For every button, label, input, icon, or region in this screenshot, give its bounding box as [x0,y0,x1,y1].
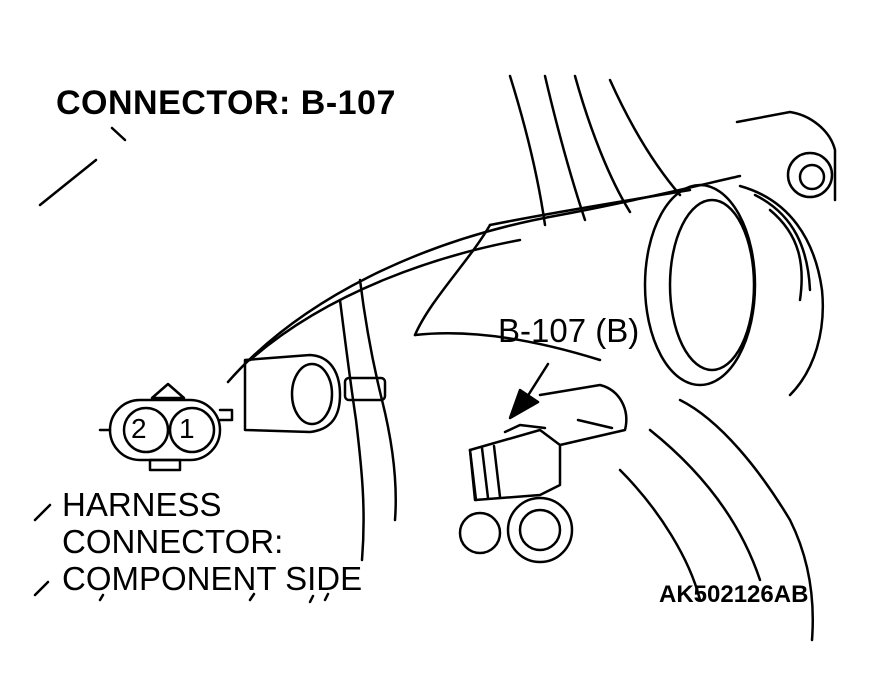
harness-tube-lower [338,298,365,562]
bolt-left [458,511,502,555]
pin-2-circle [122,406,170,454]
bracket-right [735,110,837,202]
pin-1-circle [168,406,216,454]
connector-title: CONNECTOR: B-107 [56,84,396,122]
upper-hose-mid [543,74,587,222]
intake-duct-left [413,223,492,337]
bellows [738,184,824,397]
bolt-boss-right-inner [798,163,826,191]
upper-hose-left [508,74,547,227]
harness-connector-body [243,353,342,434]
pin-2-label: 2 [131,413,147,444]
pin-1-label: 1 [179,413,195,444]
lower-structure-3 [618,468,702,602]
sensor-lock-tab [503,423,547,434]
harness-clip [343,376,387,402]
pointer-arrow-head [508,388,540,420]
mount-bracket [538,383,628,447]
figure-code: AK502126AB [659,581,809,608]
lower-structure-2 [648,428,762,582]
intake-duct-top [488,188,692,227]
mount-slot [576,418,614,430]
intake-duct-bottom [413,332,602,362]
harness-caption-line-1: HARNESS [62,486,222,523]
bellows-rib [753,193,812,292]
duct-end-ring-inner [668,198,756,372]
pipe-fitting [506,496,574,564]
upper-hose-far [608,78,682,197]
symbol-housing [108,398,222,462]
lower-structure [678,398,815,642]
sensor-connector-ribs [468,444,502,502]
upper-hose-right [573,74,632,214]
duct-end-ring [643,183,757,387]
tick-lines [33,126,330,604]
symbol-top-key [150,382,186,400]
fender-outline-lower [248,238,522,362]
pipe-fitting-inner [518,508,562,552]
bolt-boss-right [786,151,834,199]
harness-caption-line-3: COMPONENT SIDE [62,560,363,597]
symbol-right-lug [218,408,234,422]
symbol-bottom-key [148,458,182,472]
connector-callout-label: B-107 (B) [498,312,640,349]
fender-outline [226,174,742,384]
harness-caption-line-2: CONNECTOR: [62,523,284,560]
harness-connector-end [290,362,334,426]
bellows-rib2 [768,208,803,302]
harness-caption: HARNESS CONNECTOR: COMPONENT SIDE [62,486,362,597]
connector-symbol [98,382,234,472]
